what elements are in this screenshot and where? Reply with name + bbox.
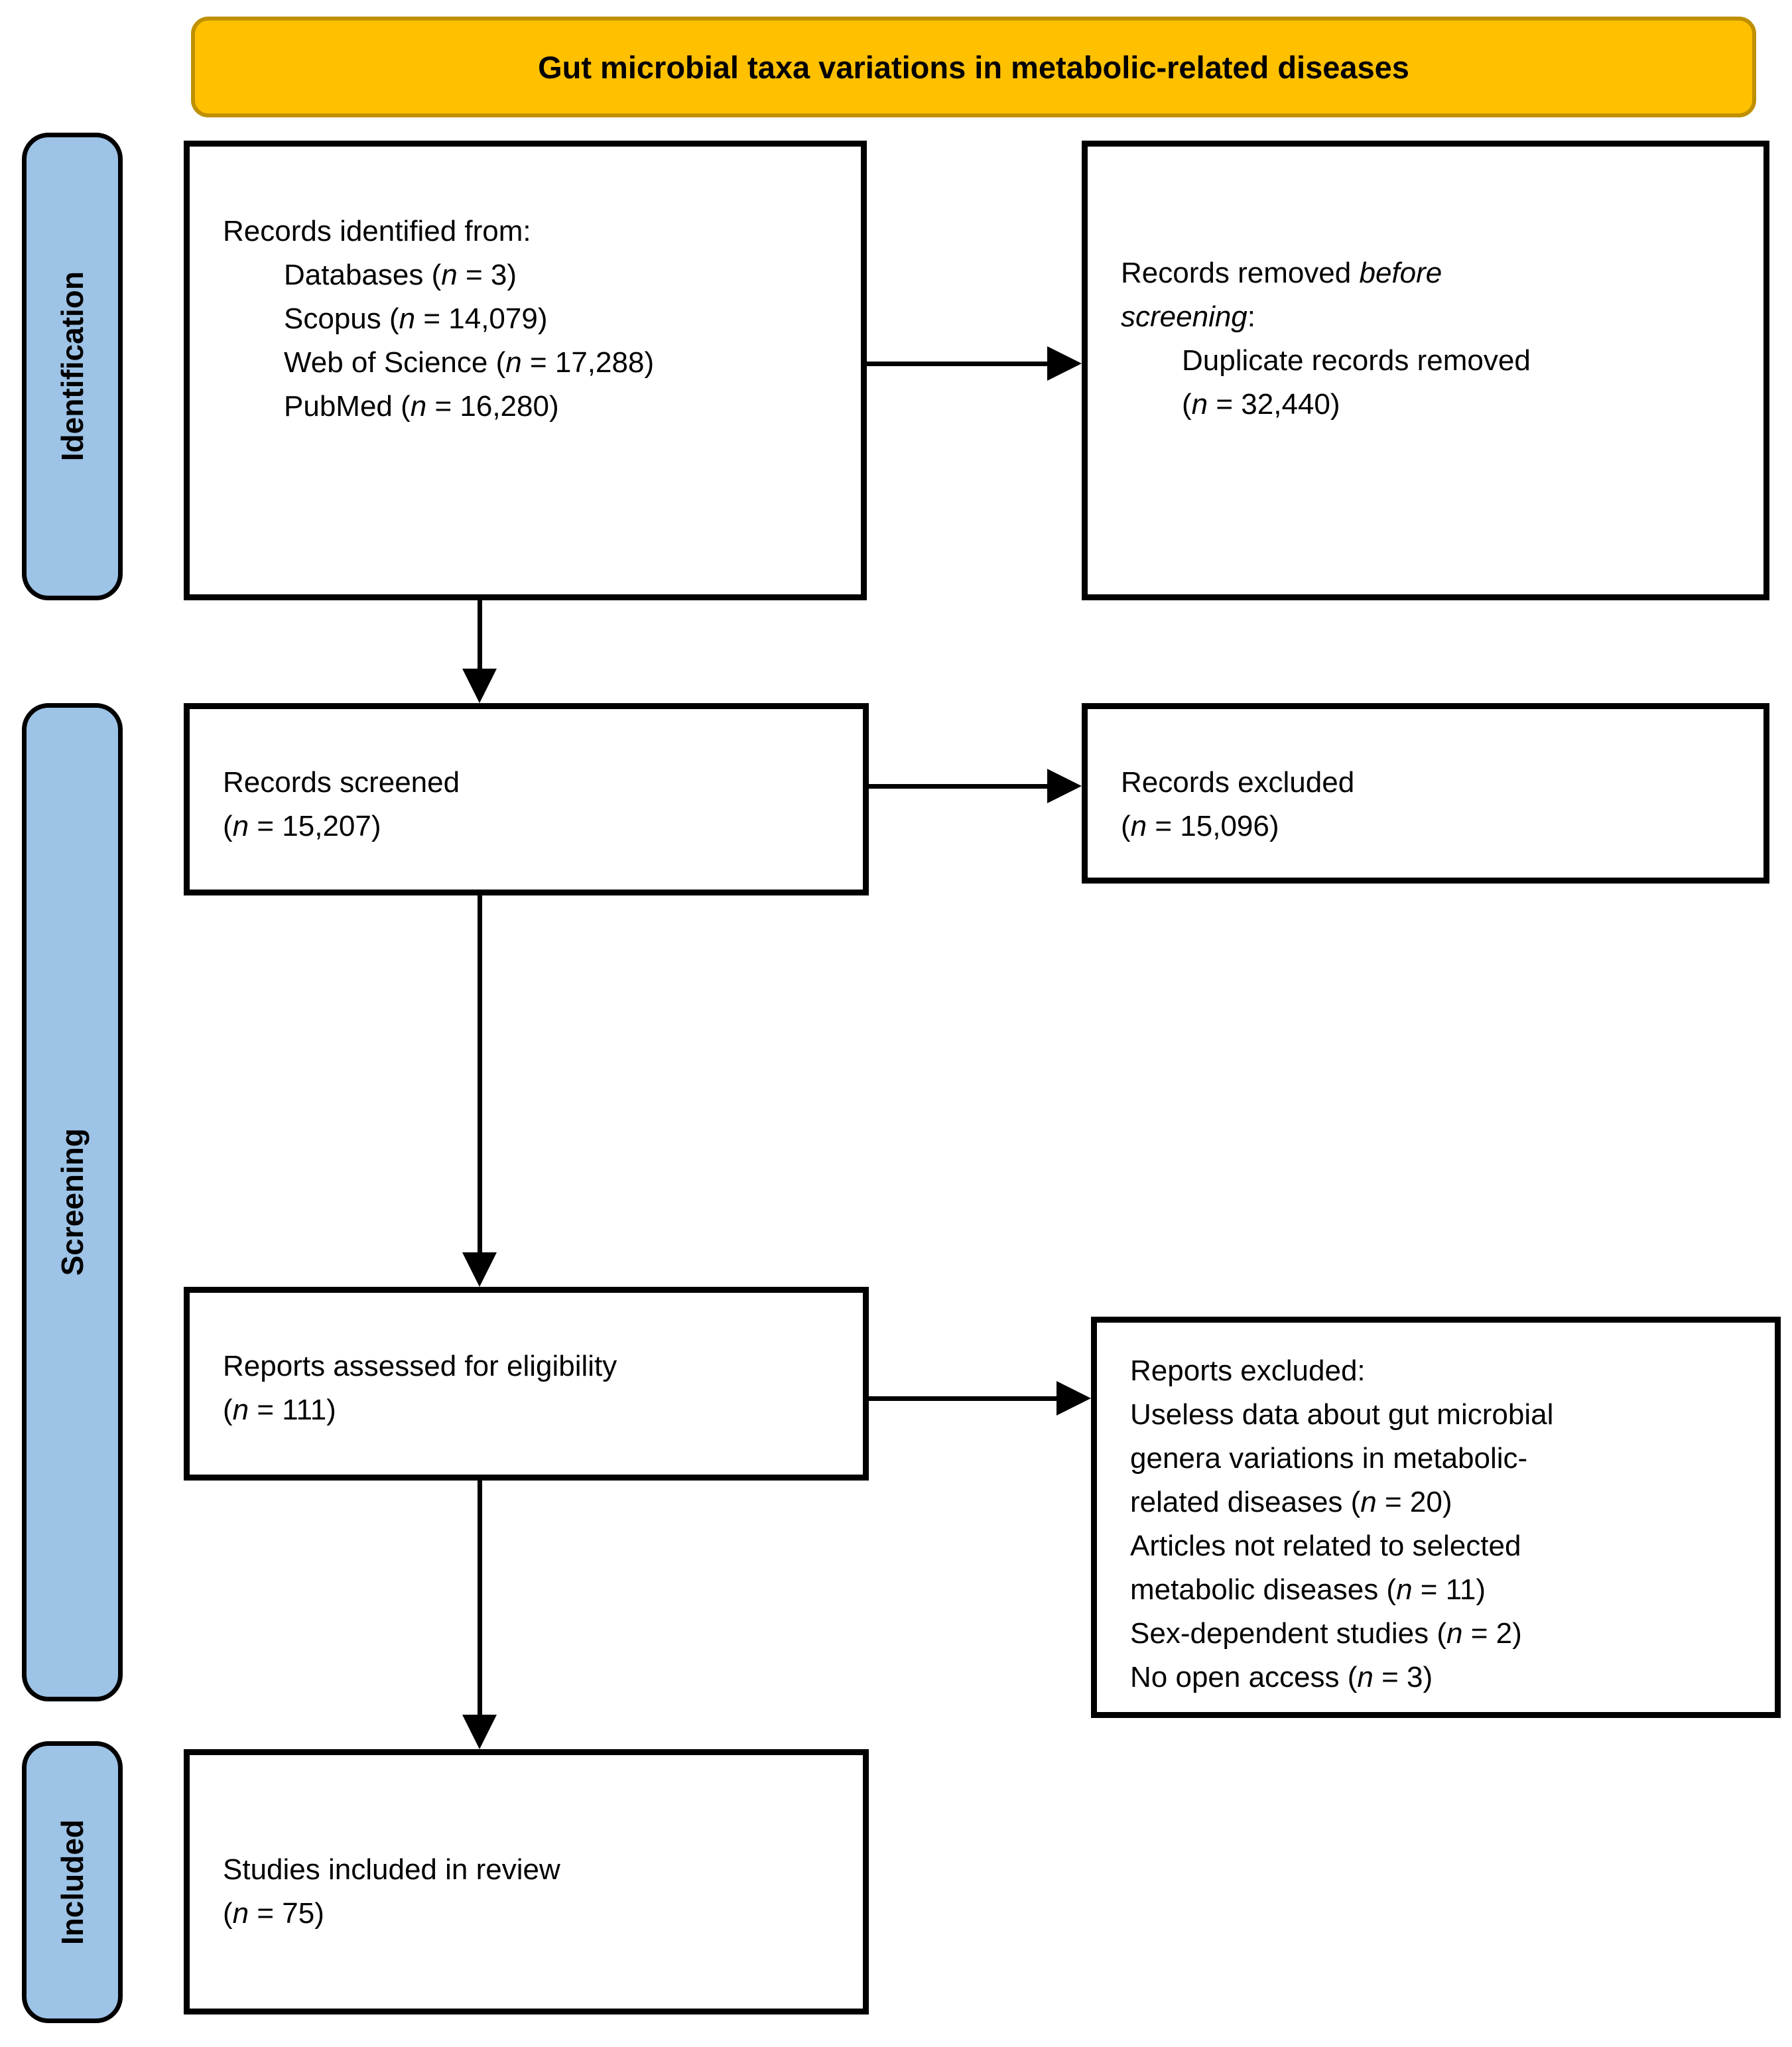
right-arrow-screened-to-excluded: [869, 769, 1082, 803]
box-text-line: (n = 15,096): [1121, 810, 1279, 842]
title-banner-label: Gut microbial taxa variations in metabol…: [538, 49, 1409, 85]
box-text-line: Duplicate records removed: [1182, 344, 1531, 377]
box-text-line: Records identified from:: [223, 215, 531, 247]
stage-label-text: Screening: [55, 1128, 90, 1276]
stage-label-screening: Screening: [22, 703, 123, 1701]
stage-label-text: Identification: [55, 271, 90, 462]
box-text-line: metabolic diseases (n = 11): [1130, 1573, 1486, 1606]
box-text-line: Scopus (n = 14,079): [284, 302, 548, 335]
stage-label-text: Included: [55, 1819, 90, 1946]
box-records-removed-before-screening: Records removed before screening: Duplicat…: [1082, 141, 1769, 600]
box-text-line: related diseases (n = 20): [1130, 1486, 1452, 1518]
box-text-line: Useless data about gut microbial: [1130, 1398, 1554, 1431]
box-text-line: (n = 111): [223, 1394, 336, 1426]
box-text-line: Databases (n = 3): [284, 259, 517, 291]
box-text-line: PubMed (n = 16,280): [284, 390, 559, 423]
box-text-line: Records excluded: [1121, 766, 1355, 799]
right-arrow-identified-to-removed: [866, 346, 1082, 381]
down-arrow-assessed-to-included: [462, 1481, 497, 1749]
box-text-line: Articles not related to selected: [1130, 1530, 1521, 1562]
stage-label-included: Included: [22, 1741, 123, 2023]
box-text-line: Reports excluded:: [1130, 1354, 1366, 1387]
box-text-line: Records screened: [223, 766, 460, 799]
box-studies-included: Studies included in review (n = 75): [184, 1749, 869, 2014]
box-reports-assessed: Reports assessed for eligibility (n = 111…: [184, 1287, 869, 1481]
box-text-line: Records removed before: [1121, 257, 1442, 289]
box-text-line: (n = 15,207): [223, 810, 381, 842]
down-arrow-screened-to-assessed: [462, 895, 497, 1287]
box-text-line: (n = 32,440): [1182, 388, 1340, 421]
box-text-line: genera variations in metabolic-: [1130, 1442, 1528, 1475]
box-records-identified: Records identified from: Databases (n = 3…: [184, 141, 867, 600]
box-text-line: Reports assessed for eligibility: [223, 1350, 617, 1382]
right-arrow-assessed-to-reports-excluded: [869, 1381, 1091, 1416]
box-text-line: Studies included in review: [223, 1853, 560, 1886]
box-records-screened: Records screened (n = 15,207): [184, 703, 869, 895]
box-text-line: No open access (n = 3): [1130, 1661, 1433, 1693]
down-arrow-identified-to-screened: [462, 600, 497, 703]
stage-label-identification: Identification: [22, 133, 123, 600]
box-reports-excluded: Reports excluded: Useless data about gut …: [1091, 1317, 1781, 1718]
box-text-line: screening:: [1121, 300, 1256, 333]
box-text-line: Web of Science (n = 17,288): [284, 346, 655, 379]
box-text-line: Sex-dependent studies (n = 2): [1130, 1617, 1522, 1650]
title-banner: Gut microbial taxa variations in metabol…: [191, 17, 1756, 117]
box-text-line: (n = 75): [223, 1897, 324, 1930]
box-records-excluded: Records excluded (n = 15,096): [1082, 703, 1769, 884]
